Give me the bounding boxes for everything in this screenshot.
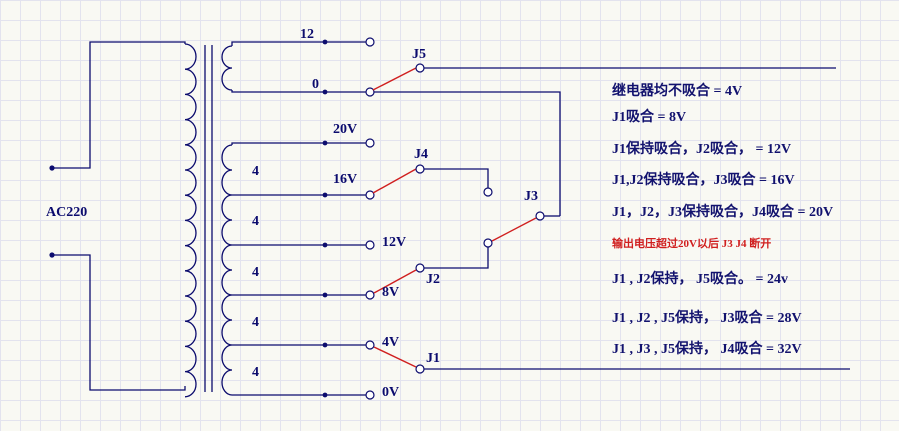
secondary-winding-lower — [221, 142, 325, 396]
primary-circuit — [49, 41, 197, 398]
relay-label-j5: J5 — [412, 47, 426, 62]
j5-to-j3-wire — [374, 91, 561, 216]
j4-common-wire — [424, 168, 489, 188]
note-line-1: 继电器均不吸合 = 4V — [612, 84, 743, 99]
terminal-0 — [322, 87, 375, 97]
note-warning: 输出电压超过20V以后 J3 J4 断开 — [612, 238, 772, 250]
terminal-0v — [322, 390, 375, 400]
terminal-4v — [322, 340, 375, 350]
relay-j4 — [372, 164, 493, 197]
upper-coil — [221, 45, 233, 91]
note-line-2: J1吸合 = 8V — [612, 110, 687, 125]
tap-0-wire — [231, 90, 325, 93]
tap-12-wire — [231, 41, 325, 46]
winding-label-3: 4 — [252, 265, 259, 280]
winding-label-2: 4 — [252, 214, 259, 229]
tap-label-12: 12 — [300, 27, 314, 42]
j3-to-j2-wire — [424, 247, 489, 269]
relay-label-j4: J4 — [414, 147, 428, 162]
tap-label-16v: 16V — [333, 172, 357, 187]
tap-terminals — [322, 37, 375, 400]
relay-label-j3: J3 — [524, 189, 538, 204]
winding-label-5: 4 — [252, 365, 259, 380]
relay-j3 — [424, 211, 560, 269]
lower-coil — [221, 144, 233, 396]
relay-j1-contact — [373, 346, 417, 368]
secondary-winding-upper — [221, 41, 325, 93]
tap-label-20v: 20V — [333, 122, 357, 137]
terminal-12 — [322, 37, 375, 47]
tap-label-8v: 8V — [382, 285, 399, 300]
tap-20v-wire — [231, 142, 325, 145]
terminal-8v — [322, 290, 375, 300]
tap-label-0v: 0V — [382, 385, 399, 400]
relay-j3-contact — [491, 217, 537, 242]
relay-j5 — [372, 63, 836, 216]
relay-j2 — [373, 263, 425, 294]
relay-label-j2: J2 — [426, 272, 440, 287]
note-line-5: J1，J2，J3保持吸合，J4吸合 = 20V — [612, 205, 834, 220]
tap-label-12v: 12V — [382, 235, 406, 250]
note-line-7: J1 , J2 , J5保持， J3吸合 = 28V — [612, 311, 802, 326]
note-line-3: J1保持吸合，J2吸合， = 12V — [612, 142, 792, 157]
relay-j1 — [373, 346, 850, 374]
winding-label-1: 4 — [252, 164, 259, 179]
note-line-6: J1 , J2保持， J5吸合。 = 24v — [612, 272, 788, 287]
relay-j4-contact — [372, 168, 417, 194]
terminal-16v — [322, 190, 375, 200]
relay-label-j1: J1 — [426, 351, 440, 366]
note-line-8: J1 , J3 , J5保持， J4吸合 = 32V — [612, 342, 802, 357]
primary-wire-bottom — [52, 254, 186, 391]
winding-label-4: 4 — [252, 315, 259, 330]
relay-j2-contact — [373, 269, 417, 294]
input-label: AC220 — [46, 205, 87, 220]
terminal-12v — [322, 240, 375, 250]
terminal-20v — [322, 138, 375, 148]
primary-coil — [184, 43, 197, 398]
tap-label-0: 0 — [312, 77, 319, 92]
relay-j5-contact — [372, 67, 417, 91]
primary-wire-top — [52, 41, 186, 169]
note-line-4: J1,J2保持吸合，J3吸合 = 16V — [612, 173, 795, 188]
tap-label-4v: 4V — [382, 335, 399, 350]
